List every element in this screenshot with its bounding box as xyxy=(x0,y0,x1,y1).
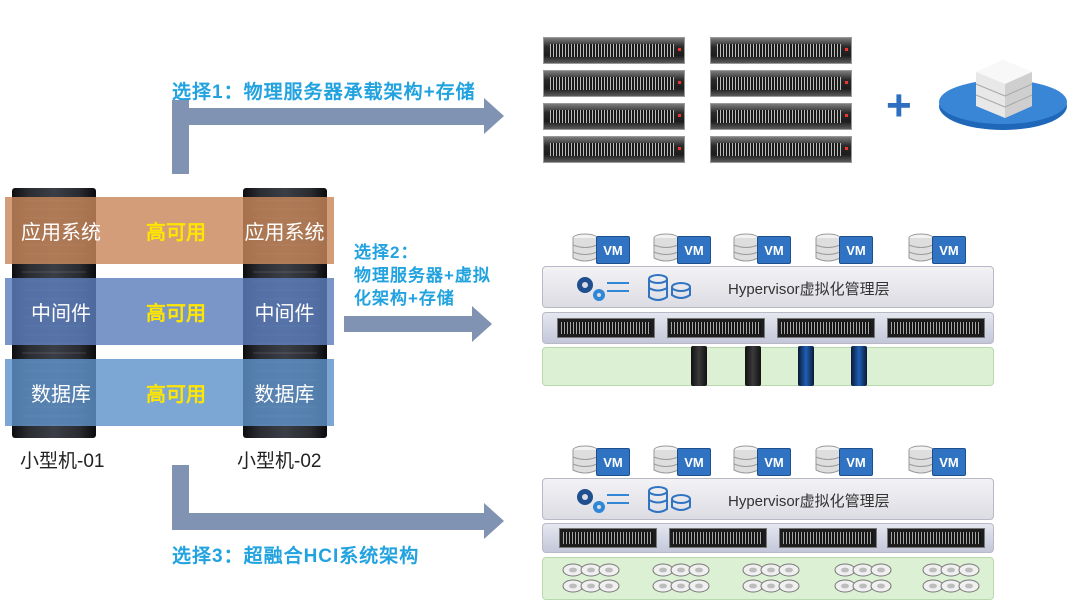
server-unit xyxy=(887,528,985,548)
gears-icon xyxy=(577,277,629,301)
vm-badge: VM xyxy=(757,448,791,476)
disk-cluster-icon xyxy=(922,563,980,593)
storage-tower xyxy=(798,346,814,386)
option1-label: 选择1：物理服务器承载架构+存储 xyxy=(172,82,476,103)
vm-badge: VM xyxy=(932,236,966,264)
hypervisor-label-option3: Hypervisor虚拟化管理层 xyxy=(728,493,890,510)
server-unit xyxy=(710,136,852,163)
vm-badge: VM xyxy=(932,448,966,476)
disk-cylinder-icon xyxy=(572,233,598,262)
hypervisor-label-option2: Hypervisor虚拟化管理层 xyxy=(728,281,890,298)
server-unit xyxy=(710,70,852,97)
arrow-option1-head xyxy=(484,98,504,134)
disk-cylinder-icon xyxy=(815,233,841,262)
storage-tower xyxy=(851,346,867,386)
layer-middleware-band: 中间件 高可用 中间件 xyxy=(5,278,334,345)
hypervisor-layer-option3: Hypervisor虚拟化管理层 xyxy=(542,478,994,520)
option3-label: 选择3：超融合HCI系统架构 xyxy=(172,546,420,567)
disk-cylinder-icon xyxy=(653,233,679,262)
option2-label-line3: 化架构+存储 xyxy=(354,289,455,308)
disk-cylinder-icon xyxy=(908,233,934,262)
server-unit xyxy=(887,318,985,338)
server-unit xyxy=(543,37,685,64)
server-layer-option2 xyxy=(542,312,994,344)
arrow-option2-shaft xyxy=(344,316,474,332)
layer-middleware-left: 中间件 xyxy=(31,303,91,325)
storage-tower xyxy=(745,346,761,386)
storage-array-icon xyxy=(939,60,1067,130)
layer-database-left: 数据库 xyxy=(31,384,91,406)
layer-database-band: 数据库 高可用 数据库 xyxy=(5,359,334,426)
disk-cylinder-icon xyxy=(733,233,759,262)
server-unit xyxy=(543,103,685,130)
arrow-option3-head xyxy=(484,503,504,539)
disk-cluster-icon xyxy=(562,563,620,593)
hypervisor-layer-option2: Hypervisor虚拟化管理层 xyxy=(542,266,994,308)
server-unit xyxy=(779,528,877,548)
arrow-option1-horizontal xyxy=(172,108,486,125)
server-unit xyxy=(710,103,852,130)
layer-database-right: 数据库 xyxy=(254,384,315,406)
vm-badge: VM xyxy=(677,236,711,264)
server-unit xyxy=(667,318,765,338)
layer-middleware-right: 中间件 xyxy=(254,303,315,325)
arrow-option3-horizontal xyxy=(172,513,486,530)
vm-badge: VM xyxy=(596,448,630,476)
minicomputer-01-label: 小型机-01 xyxy=(20,451,105,472)
disk-cluster-icon xyxy=(652,563,710,593)
server-unit xyxy=(543,70,685,97)
server-unit xyxy=(543,136,685,163)
option2-label-line1: 选择2： xyxy=(354,243,419,262)
database-icon xyxy=(648,274,691,301)
layer-app-right: 应用系统 xyxy=(244,222,325,244)
layer-app-ha: 高可用 xyxy=(146,222,206,244)
layer-database-ha: 高可用 xyxy=(146,384,206,406)
option2-label-line2: 物理服务器+虚拟 xyxy=(354,266,491,285)
disk-cylinder-icon xyxy=(908,445,934,474)
server-unit xyxy=(710,37,852,64)
layer-app-band: 应用系统 高可用 应用系统 xyxy=(5,197,334,264)
disk-cylinder-icon xyxy=(653,445,679,474)
option2-label: 选择2： 物理服务器+虚拟 化架构+存储 xyxy=(354,241,491,310)
arrow-option2-head xyxy=(472,306,492,342)
layer-middleware-ha: 高可用 xyxy=(146,303,206,325)
database-icon xyxy=(648,486,691,513)
minicomputer-02-label: 小型机-02 xyxy=(237,451,322,472)
disk-cluster-icon xyxy=(742,563,800,593)
server-unit xyxy=(777,318,875,338)
vm-badge: VM xyxy=(757,236,791,264)
disk-cylinder-icon xyxy=(733,445,759,474)
gears-icon xyxy=(577,489,629,513)
server-unit xyxy=(559,528,657,548)
plus-icon: + xyxy=(886,81,912,130)
layer-app-left: 应用系统 xyxy=(21,222,101,244)
disk-cylinder-icon xyxy=(815,445,841,474)
vm-badge: VM xyxy=(677,448,711,476)
vm-badge: VM xyxy=(839,448,873,476)
server-unit xyxy=(669,528,767,548)
disk-layer-option3 xyxy=(542,557,994,600)
vm-badge: VM xyxy=(596,236,630,264)
storage-tower xyxy=(691,346,707,386)
vm-badge: VM xyxy=(839,236,873,264)
disk-cluster-icon xyxy=(834,563,892,593)
disk-cylinder-icon xyxy=(572,445,598,474)
storage-layer-option2 xyxy=(542,346,994,386)
server-layer-option3 xyxy=(542,523,994,553)
server-unit xyxy=(557,318,655,338)
